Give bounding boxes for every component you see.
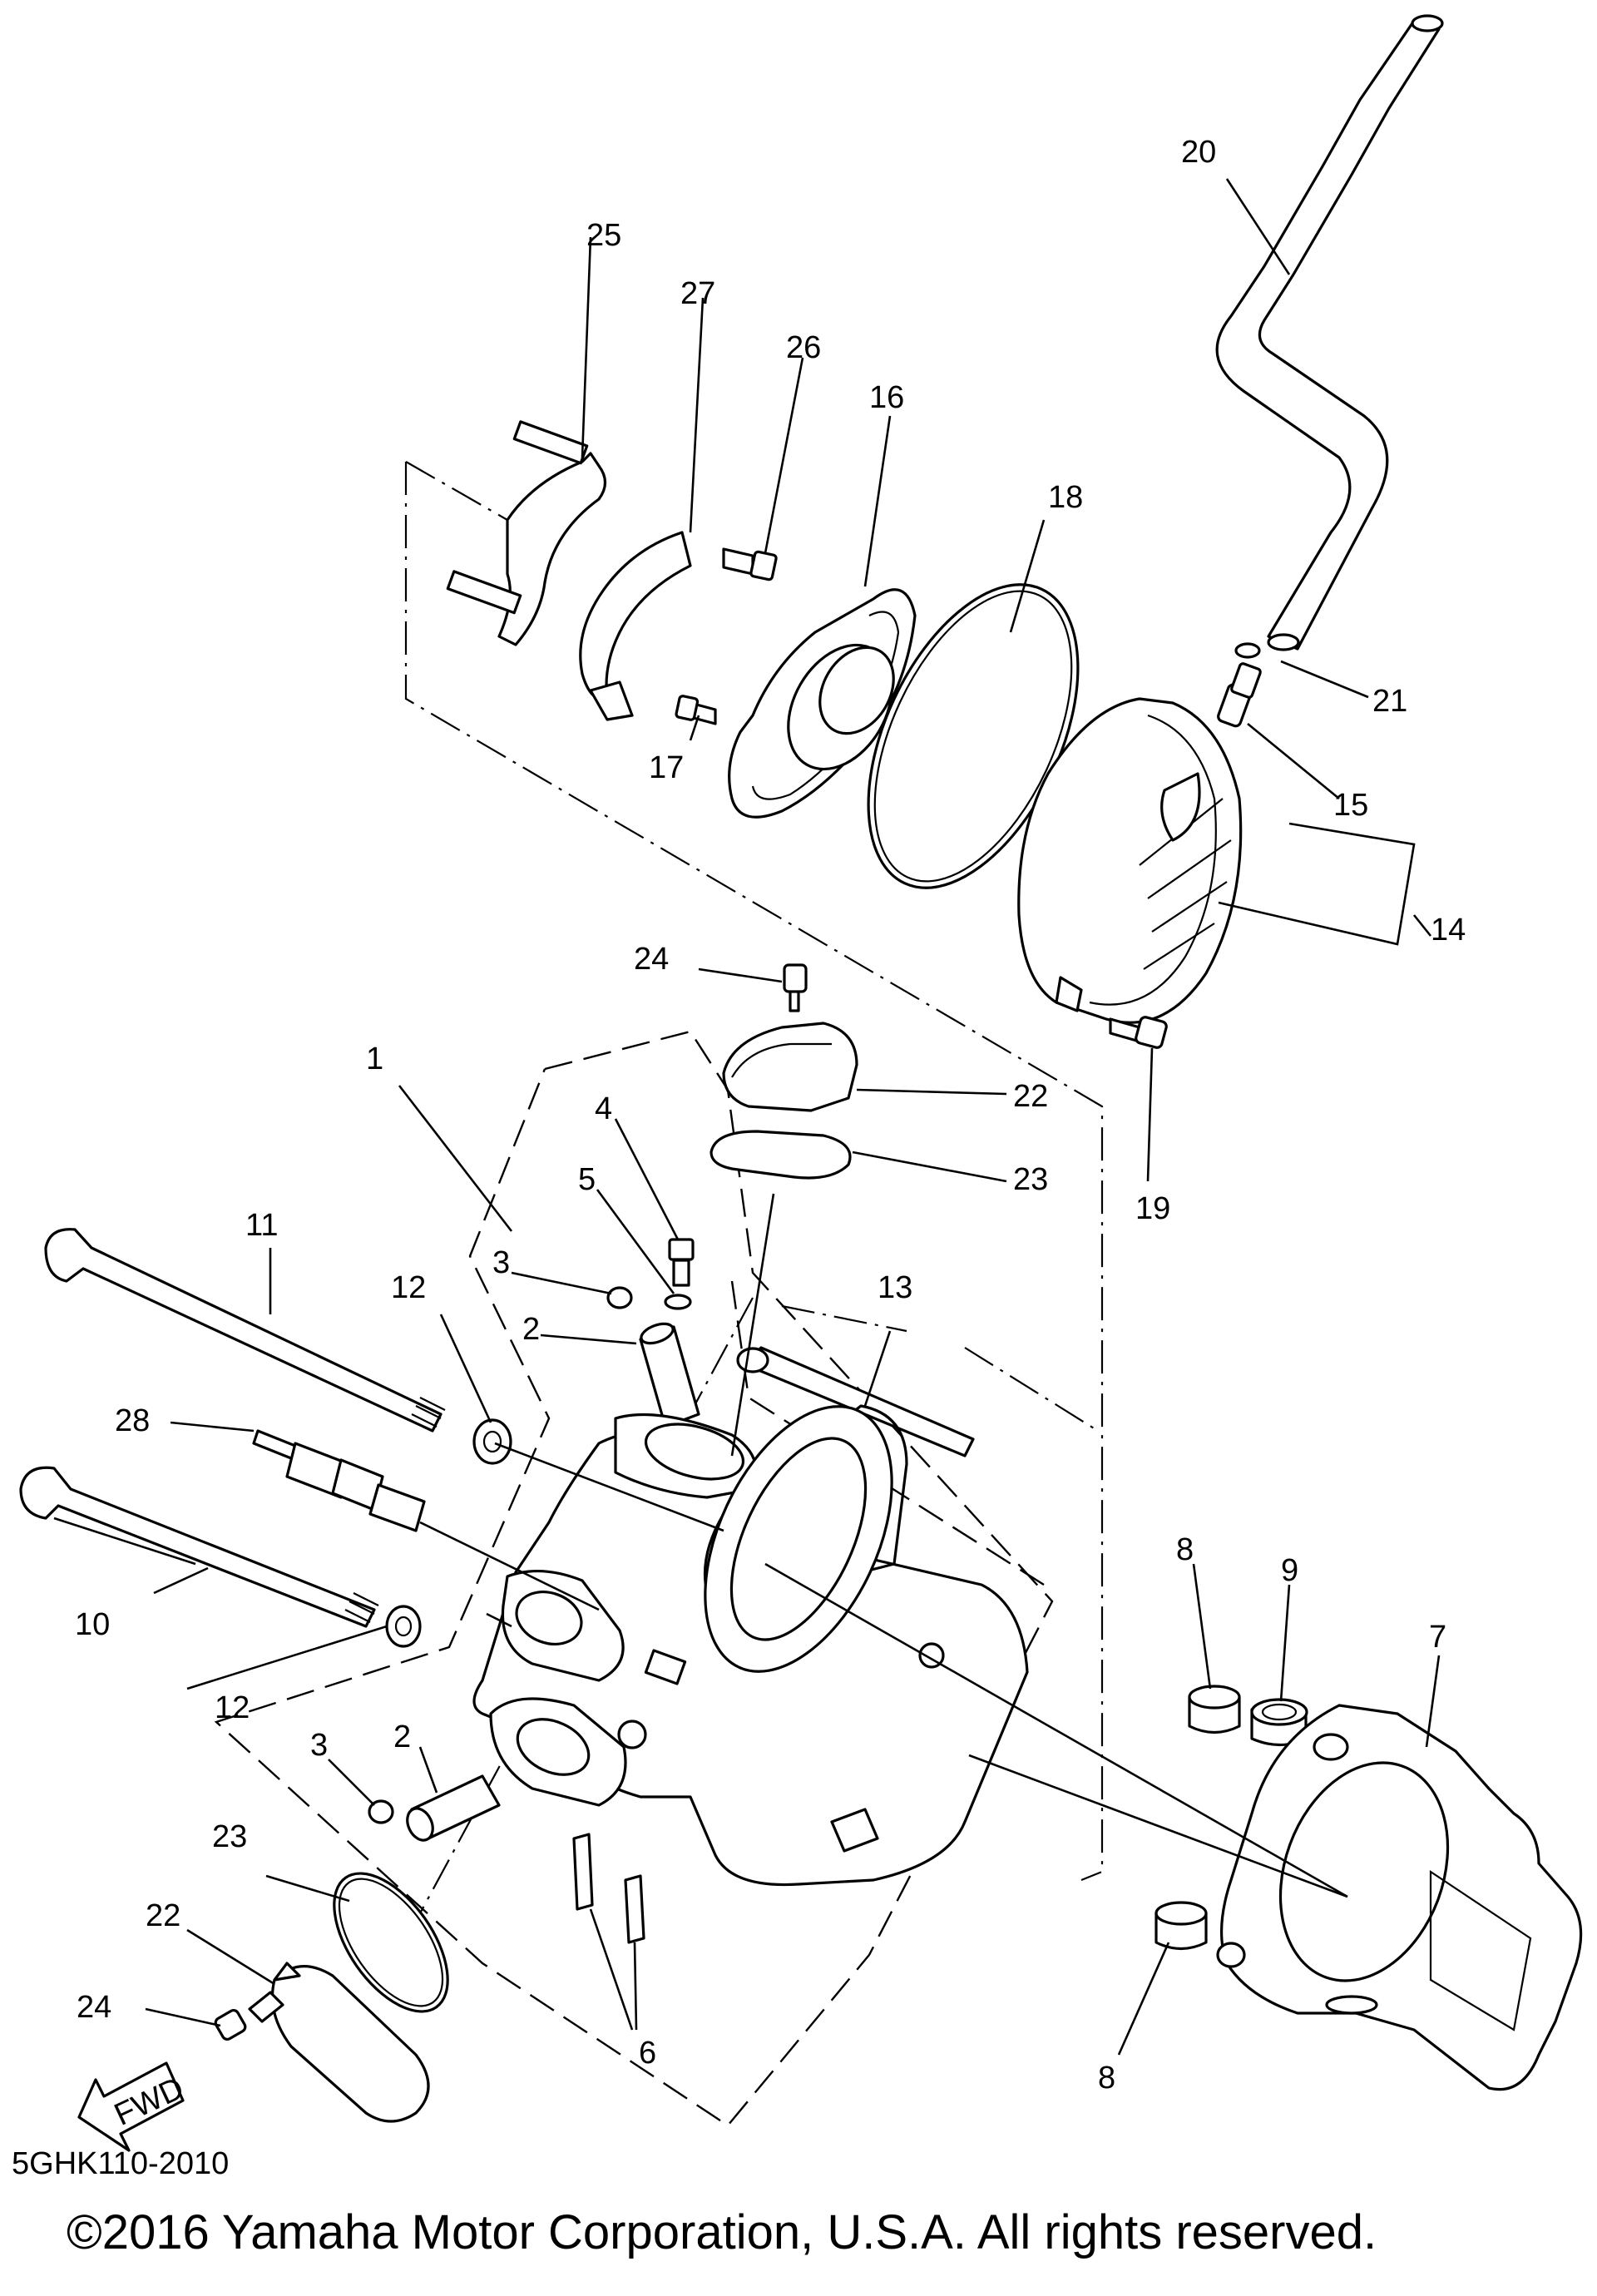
spark-plug [252, 1429, 426, 1532]
o-ring [867, 583, 1080, 889]
cylinder-head [472, 1404, 1029, 1887]
callout-labels: 1 2 2 3 3 4 5 6 7 8 8 9 10 11 12 12 13 1… [75, 135, 1466, 2096]
callout-22-upper: 22 [1013, 1079, 1048, 1114]
bolts-top [675, 547, 778, 725]
callout-23-lower: 23 [212, 1819, 247, 1854]
callout-5: 5 [578, 1162, 596, 1197]
callout-18: 18 [1048, 480, 1083, 515]
breather-hose [1215, 14, 1444, 651]
callout-1: 1 [366, 1042, 383, 1076]
callout-16: 16 [869, 380, 904, 415]
callout-10: 10 [75, 1607, 110, 1642]
callout-2-upper: 2 [522, 1312, 540, 1347]
callout-9: 9 [1281, 1553, 1298, 1588]
callout-25: 25 [586, 218, 621, 253]
callout-24-lower: 24 [77, 1990, 111, 2025]
dowels [1154, 1685, 1308, 1951]
callout-17: 17 [649, 750, 684, 785]
washers [385, 1418, 512, 1648]
studs [572, 1833, 645, 1944]
callout-8-lower: 8 [1098, 2061, 1115, 2096]
callout-3-upper: 3 [492, 1245, 510, 1280]
callout-28: 28 [115, 1403, 150, 1438]
callout-20: 20 [1181, 135, 1216, 170]
copyright-notice: ©2016 Yamaha Motor Corporation, U.S.A. A… [67, 2205, 1377, 2259]
callout-26: 26 [786, 330, 821, 365]
callout-23-upper: 23 [1013, 1162, 1048, 1197]
retaining-ring [579, 531, 692, 721]
callout-27: 27 [680, 276, 715, 311]
long-bolts [19, 1228, 446, 1628]
cover-bolt [1109, 1016, 1168, 1049]
leader-lines [53, 178, 1441, 2056]
bottom-cap-assembly [214, 1872, 449, 2123]
callout-8-upper: 8 [1176, 1532, 1194, 1567]
callout-21: 21 [1372, 684, 1407, 719]
diagram-code: 5GHK110-2010 [12, 2146, 230, 2181]
head-gasket [1216, 1704, 1583, 2091]
callout-13: 13 [878, 1270, 912, 1305]
fwd-arrow: FWD [77, 2061, 189, 2152]
top-cap-assembly [710, 963, 858, 1180]
bracket [446, 420, 607, 646]
callout-19: 19 [1135, 1191, 1170, 1226]
callout-4: 4 [595, 1091, 612, 1126]
cover-gasket-plate [728, 588, 917, 819]
callout-6: 6 [639, 2036, 656, 2071]
callout-11: 11 [245, 1208, 278, 1243]
callout-7: 7 [1429, 1620, 1446, 1655]
callout-12-upper: 12 [391, 1270, 426, 1305]
callout-24-upper: 24 [634, 942, 669, 977]
small-parts-center [606, 1238, 700, 1428]
callout-22-lower: 22 [146, 1898, 180, 1933]
callout-2-lower: 2 [393, 1720, 411, 1754]
side-cover [1017, 642, 1262, 1024]
small-parts-lower [368, 1774, 501, 1842]
callout-14: 14 [1431, 913, 1466, 948]
callout-15: 15 [1333, 788, 1368, 823]
callout-12-lower: 12 [215, 1690, 250, 1725]
callout-3-lower: 3 [310, 1728, 328, 1763]
